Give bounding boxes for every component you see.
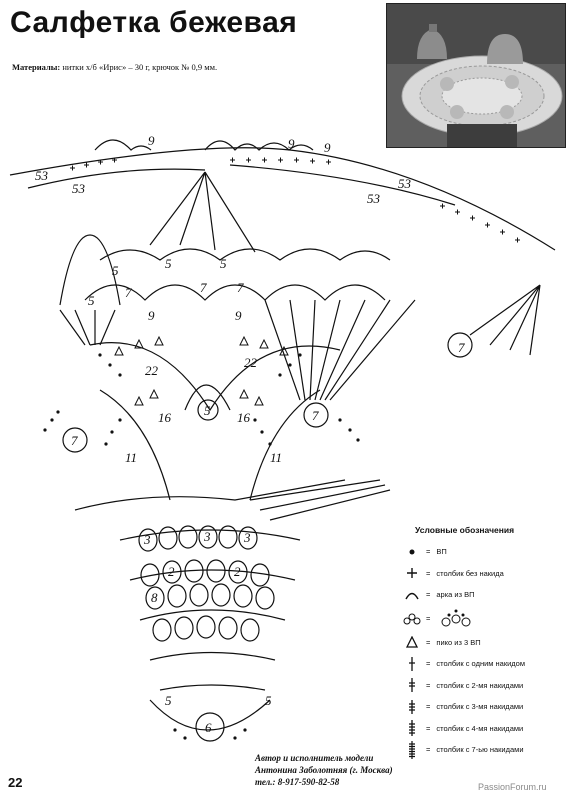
legend-row: =пико из 3 ВП	[398, 632, 568, 654]
materials-label: Материалы:	[12, 62, 61, 72]
dot-icon	[398, 543, 426, 561]
legend-text: столбик без накида	[436, 568, 504, 578]
diagram-label: 9	[324, 140, 331, 155]
legend-text: столбик с одним накидом	[436, 659, 525, 669]
flower-motif-icon	[398, 610, 426, 628]
doily-photo	[386, 3, 566, 148]
legend-text: ВП	[436, 547, 447, 557]
flower-motif-expanded-icon	[441, 609, 471, 626]
legend-row: =столбик с 2-мя накидами	[398, 675, 568, 697]
diagram-label: 5	[165, 256, 172, 271]
arc-icon	[398, 586, 426, 604]
page-title: Салфетка бежевая	[10, 6, 298, 39]
dc1-icon	[398, 655, 426, 673]
legend-text: столбик с 4-мя накидами	[436, 723, 524, 733]
dc2-icon	[398, 676, 426, 694]
diagram-label: 53	[367, 191, 381, 206]
legend-row: =столбик с 3-мя накидами	[398, 696, 568, 718]
crochet-diagram: 53 53 53 53 9 9 9 5 5 5 5 7 7 7 7 9 9 22…	[9, 133, 556, 742]
diagram-label: 3	[143, 532, 151, 547]
legend: Условные обозначения =ВП =столбик без на…	[398, 525, 568, 761]
legend-title: Условные обозначения	[415, 525, 515, 535]
diagram-label: 7	[71, 433, 78, 448]
legend-row: =столбик с 4-мя накидами	[398, 718, 568, 740]
author-line: Автор и исполнитель модели	[255, 753, 374, 763]
diagram-label: 16	[237, 410, 251, 425]
legend-text: столбик с 3-мя накидами	[436, 702, 524, 712]
legend-row: =арка из ВП	[398, 584, 568, 606]
dc4-icon	[398, 719, 426, 737]
page-number: 22	[8, 775, 23, 790]
diagram-label: 2	[234, 564, 241, 579]
diagram-label: 7	[237, 280, 244, 295]
diagram-label: 5	[88, 293, 95, 308]
diagram-label: 6	[205, 720, 212, 735]
plus-icon	[398, 564, 426, 582]
dc3-icon	[398, 698, 426, 716]
legend-row: =столбик без накида	[398, 563, 568, 585]
diagram-label: 3	[243, 530, 251, 545]
legend-text: столбик с 7-ью накидами	[436, 745, 524, 755]
diagram-label: 5	[220, 256, 227, 271]
picot-icon	[398, 633, 426, 651]
author-name: Антонина Заболотняя (г. Москва)	[255, 765, 393, 775]
legend-row: =	[398, 606, 568, 632]
diagram-label: 22	[244, 355, 258, 370]
dc7-icon	[398, 740, 426, 759]
diagram-label: 9	[148, 308, 155, 323]
legend-text: пико из 3 ВП	[436, 637, 481, 647]
materials-line: Материалы: нитки х/б «Ирис» – 30 г, крюч…	[12, 62, 217, 72]
diagram-label: 7	[458, 340, 465, 355]
legend-row: =столбик с одним накидом	[398, 653, 568, 675]
diagram-label: 53	[72, 181, 86, 196]
diagram-label: 11	[125, 450, 137, 465]
author-credit: Автор и исполнитель модели Антонина Забо…	[255, 752, 393, 788]
diagram-label: 7	[200, 280, 207, 295]
diagram-label: 7	[312, 408, 319, 423]
legend-row: =ВП	[398, 541, 568, 563]
diagram-label: 9	[235, 308, 242, 323]
diagram-label: 16	[158, 410, 172, 425]
diagram-label: 11	[270, 450, 282, 465]
legend-text: арка из ВП	[436, 590, 475, 600]
diagram-label: 5	[265, 693, 272, 708]
diagram-label: 5	[112, 263, 119, 278]
diagram-label: 22	[145, 363, 159, 378]
materials-text: нитки х/б «Ирис» – 30 г, крючок № 0,9 мм…	[62, 62, 218, 72]
diagram-label: 53	[398, 176, 412, 191]
diagram-label: 8	[151, 590, 158, 605]
watermark: PassionForum.ru	[478, 782, 547, 792]
diagram-label: 9	[148, 133, 155, 148]
diagram-labels: 53 53 53 53 9 9 9 5 5 5 5 7 7 7 7 9 9 22…	[35, 133, 465, 735]
author-phone: тел.: 8-917-590-82-58	[255, 777, 340, 787]
diagram-label: 2	[168, 564, 175, 579]
legend-row: =столбик с 7-ью накидами	[398, 739, 568, 761]
diagram-label: 3	[203, 529, 211, 544]
diagram-label: 5	[204, 403, 211, 418]
diagram-label: 7	[125, 285, 132, 300]
legend-text: столбик с 2-мя накидами	[436, 680, 524, 690]
diagram-label: 9	[288, 136, 295, 151]
diagram-label: 5	[165, 693, 172, 708]
diagram-label: 53	[35, 168, 49, 183]
